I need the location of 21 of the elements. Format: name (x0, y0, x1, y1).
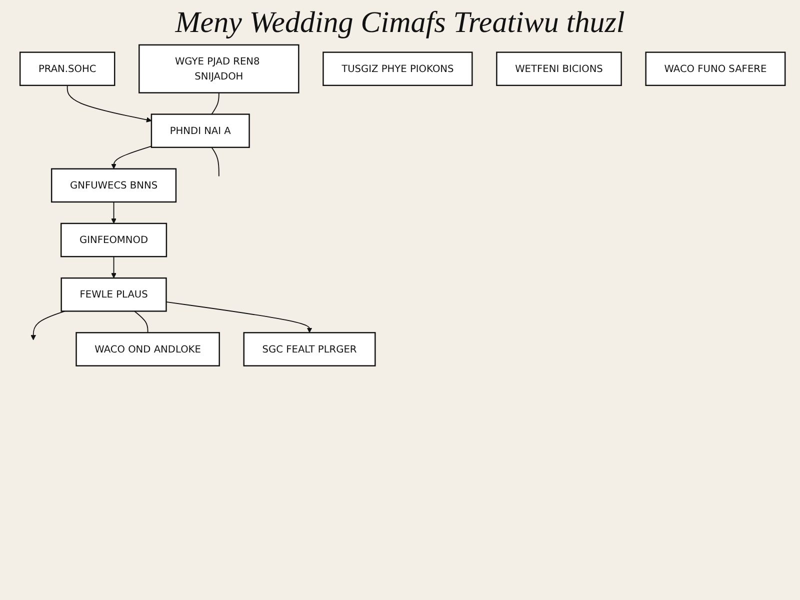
arrow (111, 146, 152, 170)
arrow (30, 310, 66, 340)
arrow (111, 202, 116, 224)
connector (211, 146, 220, 177)
node-box: WETFENI BICIONS (496, 52, 622, 86)
arrow (66, 84, 152, 122)
node-box: GINFEOMNOD (60, 222, 168, 258)
node-box: GNFUWECS BNNS (50, 168, 177, 203)
node-box: WGYE PJAD REN8 SNIJADOH (138, 44, 300, 94)
arrow (166, 301, 312, 333)
connector (211, 92, 220, 115)
diagram-title: Meny Wedding Cimafs Treatiwu thuzl (174, 6, 626, 40)
node-box: WACO FUNO SAFERE (645, 52, 786, 86)
node-box: PHNDI NAI A (150, 114, 250, 148)
node-box: PRAN.SOHC (19, 52, 116, 86)
node-box: WACO OND ANDLOKE (76, 332, 220, 366)
connector (134, 310, 148, 334)
node-box: TUSGIZ PHYE PIOKONS (322, 52, 473, 86)
node-box: SGC FEALT PLRGER (243, 332, 376, 366)
arrow (111, 256, 116, 278)
node-box: FEWLE PLAUS (60, 277, 167, 312)
